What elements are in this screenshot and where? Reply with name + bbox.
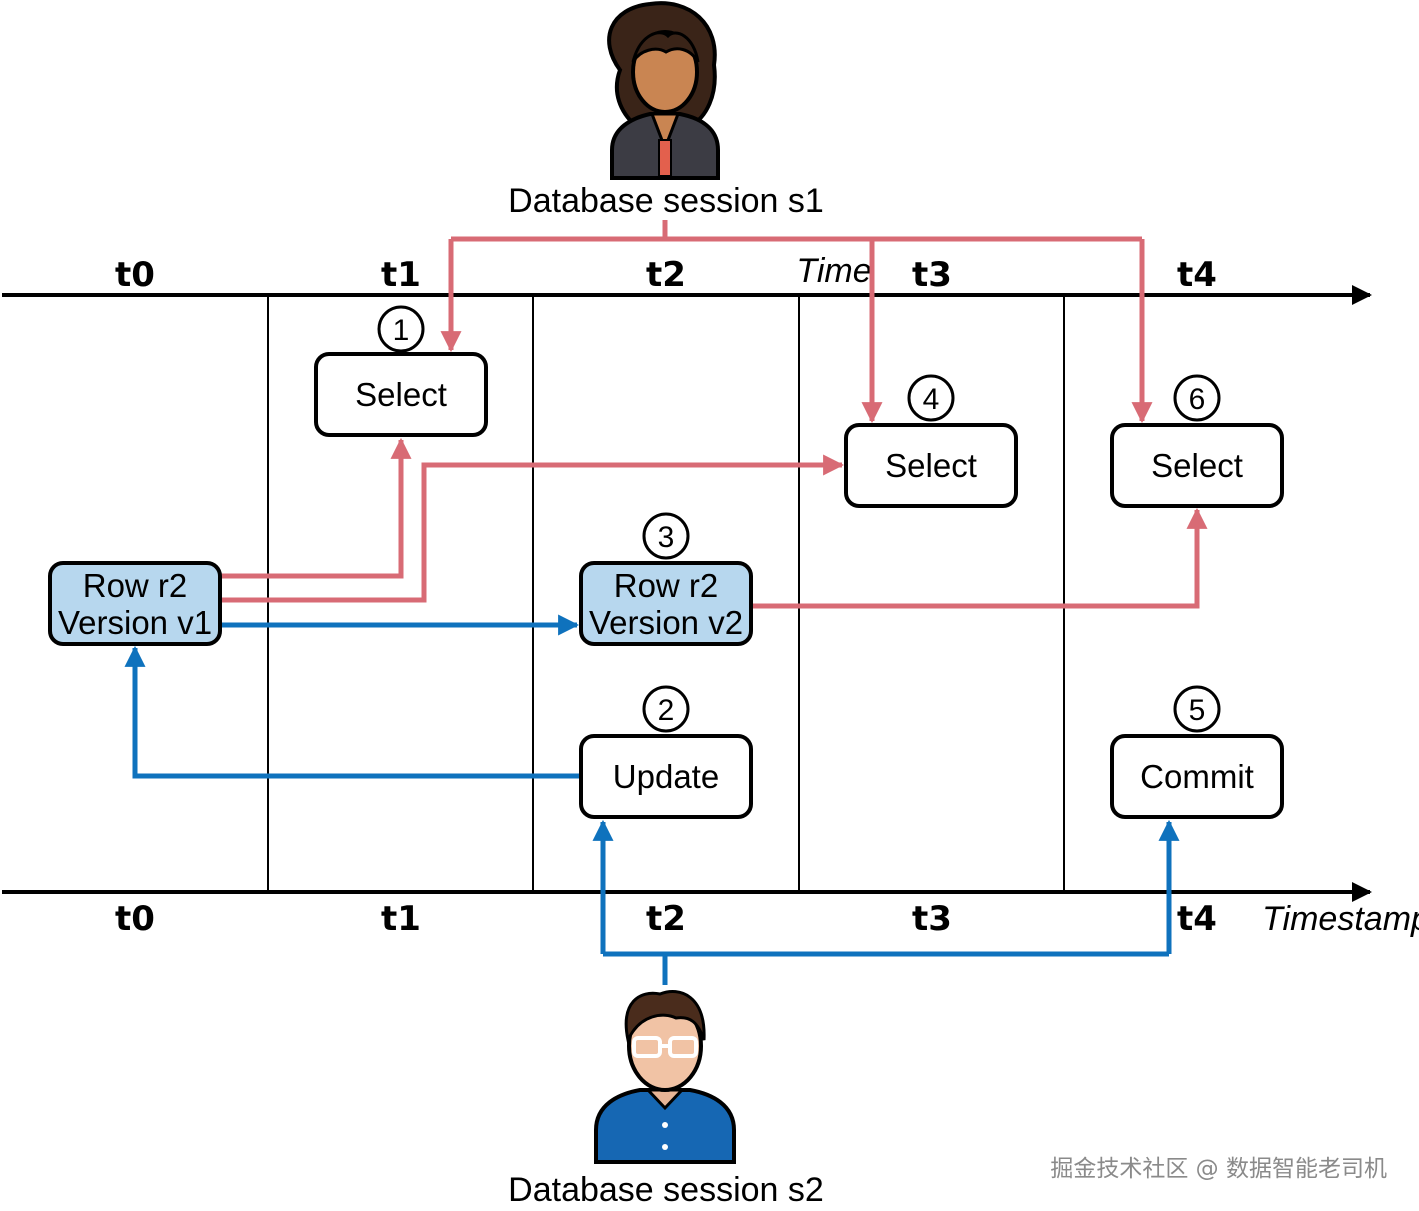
session-s1-avatar-icon [607, 1, 720, 180]
top-axis-ticks: t0 t1 t2 t3 t4 [115, 255, 1217, 295]
update-box [579, 734, 753, 819]
step-4-circle [907, 374, 955, 422]
session-s1-label: Database session s1 [508, 182, 824, 220]
step-6-circle [1173, 374, 1221, 422]
top-axis-title: Time [796, 252, 871, 290]
commit-box [1110, 734, 1284, 819]
step-4-number: 4 [923, 383, 940, 416]
bottom-tick-t3: t3 [912, 899, 952, 939]
row-v2-label-line2: Version v2 [589, 604, 743, 641]
select-6-box [1110, 423, 1284, 508]
operation-6-select: 6 Select [1110, 374, 1284, 508]
update-to-row-v1 [124, 645, 581, 779]
bottom-tick-t4: t4 [1177, 899, 1217, 939]
session-s2-arrows [124, 614, 1180, 985]
step-1-circle [377, 305, 425, 353]
commit-label: Commit [1140, 758, 1254, 795]
select-6-label: Select [1151, 447, 1243, 484]
select-1-label: Select [355, 376, 447, 413]
update-label: Update [613, 758, 719, 795]
read-arrows [221, 437, 1208, 609]
bottom-axis-ticks: t0 t1 t2 t3 t4 [115, 899, 1217, 939]
step-5-circle [1173, 685, 1221, 733]
row-v2-label-line1: Row r2 [614, 567, 719, 604]
row-v1-label-line2: Version v1 [58, 604, 212, 641]
session-s2-avatar-icon [594, 989, 736, 1164]
row-v1-label-line1: Row r2 [83, 567, 188, 604]
step-3-number: 3 [658, 521, 675, 554]
read-v1-to-select-1 [221, 437, 412, 579]
bottom-tick-t2: t2 [646, 899, 686, 939]
operation-1-select: 1 Select [314, 305, 488, 437]
row-version-v1: Row r2 Version v1 [48, 561, 222, 646]
operation-5-commit: 5 Commit [1110, 685, 1284, 819]
step-2-number: 2 [658, 694, 675, 727]
top-tick-t3: t3 [912, 255, 952, 295]
top-tick-t4: t4 [1177, 255, 1217, 295]
read-v1-to-select-4 [221, 454, 845, 603]
session-s1-arrows [440, 220, 1153, 424]
row-v2-box [579, 561, 753, 646]
top-tick-t0: t0 [115, 255, 155, 295]
select-1-box [314, 352, 488, 437]
read-v2-to-select-6 [752, 507, 1208, 609]
step-1-number: 1 [393, 314, 410, 347]
operation-2-update: 2 Update [579, 685, 753, 819]
step-5-number: 5 [1189, 694, 1206, 727]
bottom-tick-t0: t0 [115, 899, 155, 939]
watermark-text: 掘金技术社区 @ 数据智能老司机 [1050, 1156, 1387, 1182]
bottom-tick-t1: t1 [381, 899, 421, 939]
session-s2-label: Database session s2 [508, 1171, 824, 1209]
top-tick-t2: t2 [646, 255, 686, 295]
operation-4-select: 4 Select [844, 374, 1018, 508]
step-3-circle [642, 512, 690, 560]
select-4-box [844, 423, 1018, 508]
column-separators [267, 296, 1065, 892]
select-4-label: Select [885, 447, 977, 484]
operation-3-row-version-v2: 3 Row r2 Version v2 [579, 512, 753, 646]
step-6-number: 6 [1189, 383, 1206, 416]
bottom-axis-title: Timestamp [1262, 900, 1419, 938]
step-2-circle [642, 685, 690, 733]
top-tick-t1: t1 [381, 255, 421, 295]
row-v1-box [48, 561, 222, 646]
